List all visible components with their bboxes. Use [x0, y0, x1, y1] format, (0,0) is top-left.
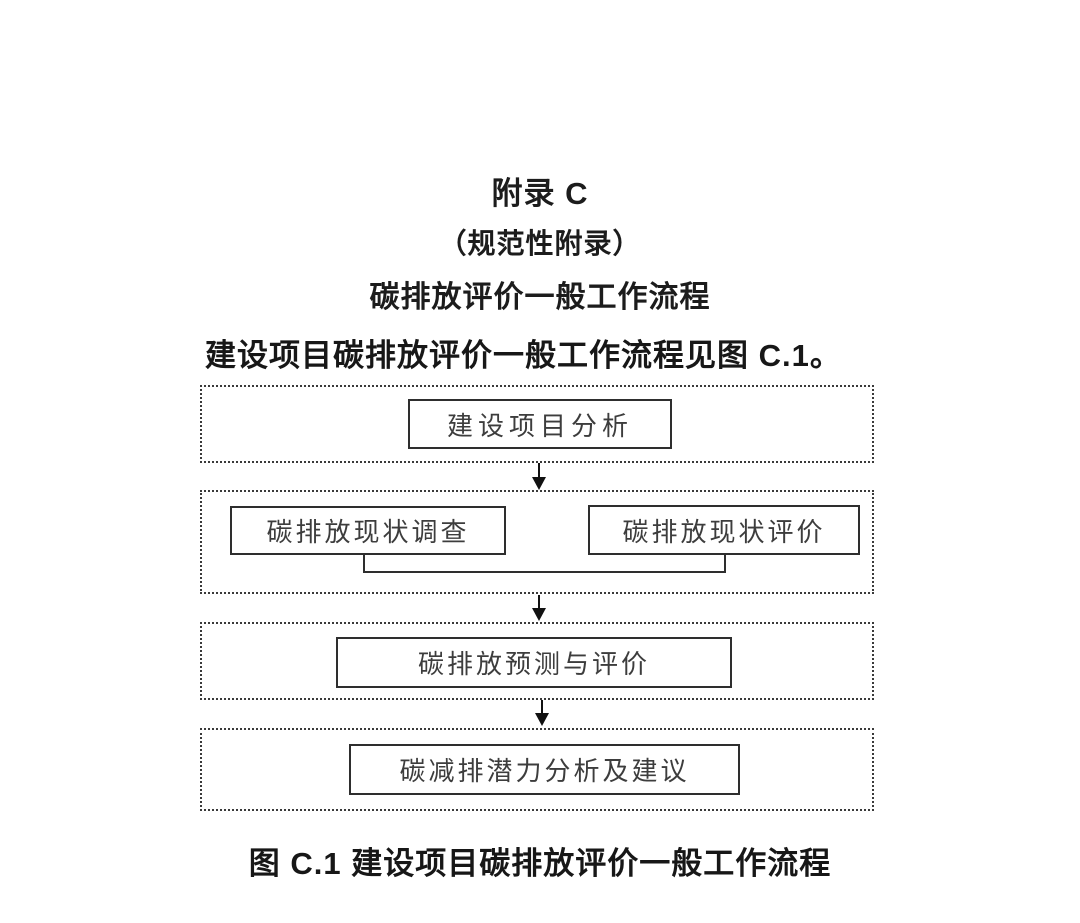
flow-stage-current-status: 碳排放现状调查 碳排放现状评价 [200, 490, 874, 594]
flow-stage-project-analysis: 建设项目分析 [200, 385, 874, 463]
flow-box-project-analysis: 建设项目分析 [408, 399, 672, 449]
down-arrow-icon [532, 595, 546, 621]
appendix-type-subtitle: （规范性附录） [438, 228, 642, 259]
connector-line-right [724, 554, 726, 573]
down-arrow-icon [532, 463, 546, 490]
down-arrow-icon [535, 700, 549, 726]
connector-line-horizontal [363, 571, 726, 573]
flow-box-status-survey: 碳排放现状调查 [230, 506, 506, 555]
connector-line-left [363, 554, 365, 573]
flow-box-reduction-potential: 碳减排潜力分析及建议 [349, 744, 740, 795]
appendix-title: 附录 C [491, 176, 589, 211]
appendix-section-title: 碳排放评价一般工作流程 [369, 281, 711, 314]
flow-box-status-evaluation: 碳排放现状评价 [588, 505, 860, 555]
flow-stage-reduction-potential: 碳减排潜力分析及建议 [200, 728, 874, 811]
flow-stage-prediction-evaluation: 碳排放预测与评价 [200, 622, 874, 700]
flow-box-prediction-evaluation: 碳排放预测与评价 [336, 637, 732, 688]
figure-caption: 图 C.1 建设项目碳排放评价一般工作流程 [248, 846, 832, 881]
intro-paragraph: 建设项目碳排放评价一般工作流程见图 C.1。 [205, 338, 842, 373]
